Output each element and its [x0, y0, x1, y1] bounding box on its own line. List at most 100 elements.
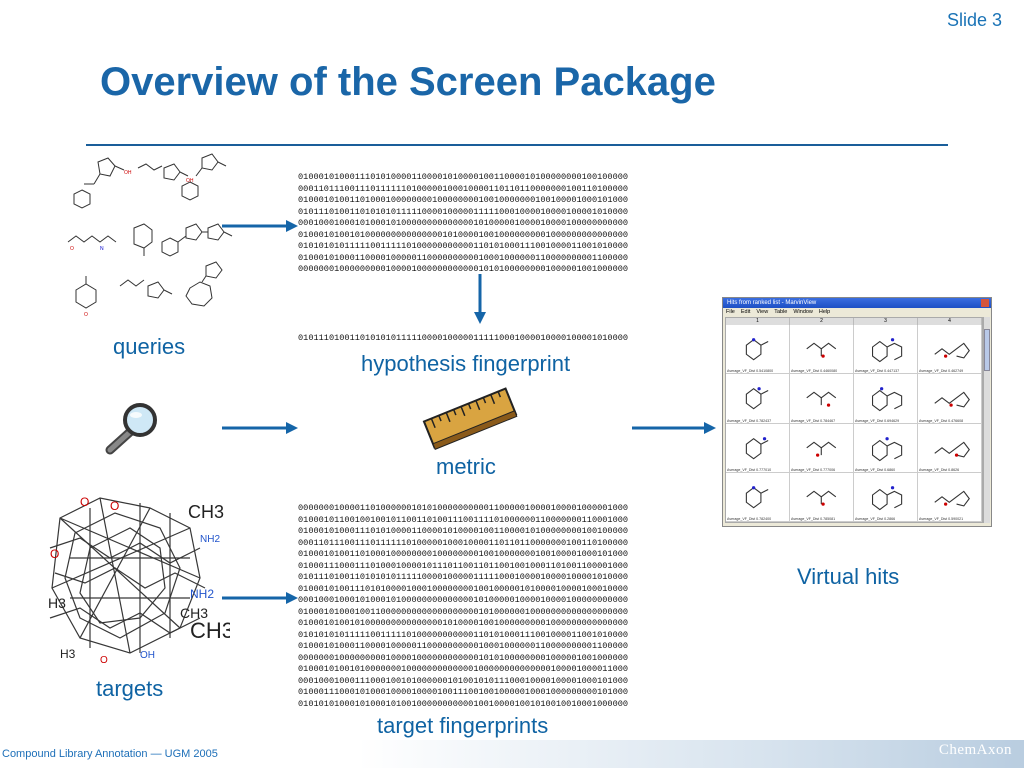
hit-molecule: [872, 485, 903, 510]
arrow-metric-to-hits: [632, 422, 716, 434]
hit-cell[interactable]: Average_VF_Dist 0.6860: [854, 423, 918, 473]
hit-cell[interactable]: Average_VF_Dist 0.785081: [790, 472, 854, 522]
slide-title: Overview of the Screen Package: [100, 60, 716, 104]
query-molecule-3: [181, 153, 227, 201]
query-fingerprint-row: 0100010100110100010000000010000000010010…: [298, 195, 629, 205]
hit-cell[interactable]: Average_VF_Dist 0.8626: [918, 423, 982, 473]
hit-cell[interactable]: Average_VF_Dist 0.590021: [918, 472, 982, 522]
target-fingerprint-row: 0100010100101000000000000000101000010010…: [298, 618, 629, 628]
svg-text:O: O: [100, 655, 108, 666]
hit-cell[interactable]: Average_VF_Dist 0.462749: [918, 325, 982, 375]
hit-cell[interactable]: Average_VF_Dist 0.777010: [726, 423, 790, 473]
svg-text:N: N: [100, 246, 104, 252]
menu-item-view[interactable]: View: [756, 309, 769, 315]
target-fingerprint-row: 0100010100111010100001000100000000100100…: [298, 583, 629, 594]
hit-cell[interactable]: Average_VF_Dist 0.476608: [918, 374, 982, 424]
hit-caption: Average_VF_Dist 0.777010: [727, 467, 772, 472]
menu-item-edit[interactable]: Edit: [740, 309, 751, 315]
scrollbar-thumb[interactable]: [984, 329, 990, 371]
window-menubar: File Edit View Table Window Help: [723, 308, 991, 316]
chemaxon-logo: ChemAxon: [938, 742, 1012, 758]
hit-caption: Average_VF_Dist 0.784467: [791, 418, 836, 423]
query-fingerprint-row: 0101110100110101010111110000100000111110…: [298, 206, 629, 217]
target-fingerprints-label: target fingerprints: [377, 713, 549, 738]
target-fingerprint-row: 0000000100001101000000101010000000000110…: [298, 503, 629, 513]
targets-label: targets: [96, 676, 164, 701]
svg-text:H3: H3: [48, 595, 66, 611]
query-molecule-9: [185, 261, 223, 307]
query-fingerprint-row: 0101010101111100111110100000000000110101…: [298, 241, 629, 251]
target-fingerprints: 0000000100001101000000101010000000000110…: [298, 503, 628, 710]
hits-column-header[interactable]: 4: [918, 318, 982, 325]
hit-caption: Average_VF_Dist 0.5410800: [727, 369, 774, 374]
hit-caption: Average_VF_Dist 0.782437: [727, 418, 772, 423]
hit-cell[interactable]: Average_VF_Dist 0.694629: [854, 374, 918, 424]
query-fingerprints: 0100010100011101010000110000101000010011…: [298, 172, 628, 276]
virtual-hits-window: Hits from ranked list - MarvinView File E…: [722, 297, 992, 527]
window-titlebar: Hits from ranked list - MarvinView: [723, 298, 991, 308]
hit-cell[interactable]: Average_VF_Dist 0.784467: [790, 374, 854, 424]
hit-caption: Average_VF_Dist 0.590021: [919, 517, 964, 521]
hit-cell[interactable]: Average_VF_Dist 0.782437: [726, 374, 790, 424]
target-fingerprint-row: 0001000100011100010010100000010100101011…: [298, 675, 629, 686]
query-fingerprint-row: 0000000100000000010000100000000000010101…: [298, 264, 629, 274]
svg-text:O: O: [84, 312, 88, 318]
hit-cell[interactable]: Average_VF_Dist 0.777006: [790, 423, 854, 473]
hit-molecule: [934, 490, 970, 507]
svg-text:O: O: [110, 499, 119, 513]
svg-text:OH: OH: [124, 170, 132, 176]
window-close-icon[interactable]: [981, 299, 989, 307]
window-title: Hits from ranked list - MarvinView: [727, 300, 817, 306]
svg-text:H3: H3: [60, 647, 76, 661]
metric-label: metric: [436, 454, 496, 479]
hit-molecule: [806, 441, 837, 457]
query-fingerprint-row: 0100010100101000000000000000101000010010…: [298, 229, 629, 240]
query-molecule-8: [119, 279, 173, 299]
svg-text:OH: OH: [140, 650, 155, 661]
hits-column-header[interactable]: 1: [726, 318, 790, 325]
hit-molecule: [806, 490, 837, 506]
menu-item-file[interactable]: File: [726, 309, 735, 315]
target-fingerprint-row: 0100010100110100010000000010000000010010…: [298, 549, 629, 559]
target-fingerprint-row: 0000000100000000010000100000000000010101…: [298, 652, 629, 663]
footer-text: Compound Library Annotation — UGM 2005: [2, 748, 218, 760]
hit-molecule: [806, 342, 837, 358]
magnifier-icon: [105, 403, 157, 455]
hit-molecule: [934, 342, 970, 359]
hits-column-header[interactable]: 2: [790, 318, 854, 325]
window-scrollbar[interactable]: [983, 317, 990, 523]
hit-molecule: [745, 387, 769, 410]
menu-item-help[interactable]: Help: [818, 309, 831, 315]
query-molecule-6: [161, 223, 233, 257]
arrow-queries-to-fingerprints: [222, 220, 298, 232]
svg-text:NH2: NH2: [200, 534, 220, 545]
target-fingerprint-row: 0100010100011000010000011000000000010001…: [298, 641, 629, 651]
svg-text:CH3: CH3: [188, 502, 224, 522]
hit-caption: Average_VF_Dist 0.476608: [919, 418, 964, 423]
title-divider: [86, 144, 948, 146]
svg-text:CH3: CH3: [190, 618, 230, 643]
query-fingerprint-row: 0001000100010100010100000000000000101000…: [298, 218, 629, 228]
hit-caption: Average_VF_Dist 0.782400: [727, 517, 772, 521]
arrow-up-to-metric: [470, 438, 490, 498]
hit-caption: Average_VF_Dist 0.462749: [919, 369, 964, 374]
hit-cell[interactable]: Average_VF_Dist 0.447137: [854, 325, 918, 375]
hit-molecule: [806, 391, 837, 407]
hit-cell[interactable]: Average_VF_Dist 0.5410800: [726, 325, 790, 375]
hit-cell[interactable]: Average_VF_Dist 0.2866: [854, 472, 918, 522]
target-fingerprint-row: 0100010110010010010110011010011100111101…: [298, 514, 629, 525]
hit-cell[interactable]: Average_VF_Dist 0.782400: [726, 472, 790, 522]
target-fingerprint-row: 0101010100010100010100100000000000100100…: [298, 698, 629, 709]
hit-caption: Average_VF_Dist 0.785081: [791, 517, 836, 521]
target-fingerprint-row: 0001000100010100010100000000000000101000…: [298, 595, 629, 605]
hit-caption: Average_VF_Dist 0.777006: [791, 467, 836, 472]
hit-cell[interactable]: Average_VF_Dist 0.4460080: [790, 325, 854, 375]
hit-caption: Average_VF_Dist 0.447137: [855, 369, 900, 374]
menu-item-window[interactable]: Window: [793, 309, 813, 315]
menu-item-table[interactable]: Table: [774, 309, 788, 315]
hit-caption: Average_VF_Dist 0.2866: [855, 517, 896, 521]
hits-column-header[interactable]: 3: [854, 318, 918, 325]
target-fingerprint-row: 0100010100011101010000110000101000010011…: [298, 526, 629, 536]
